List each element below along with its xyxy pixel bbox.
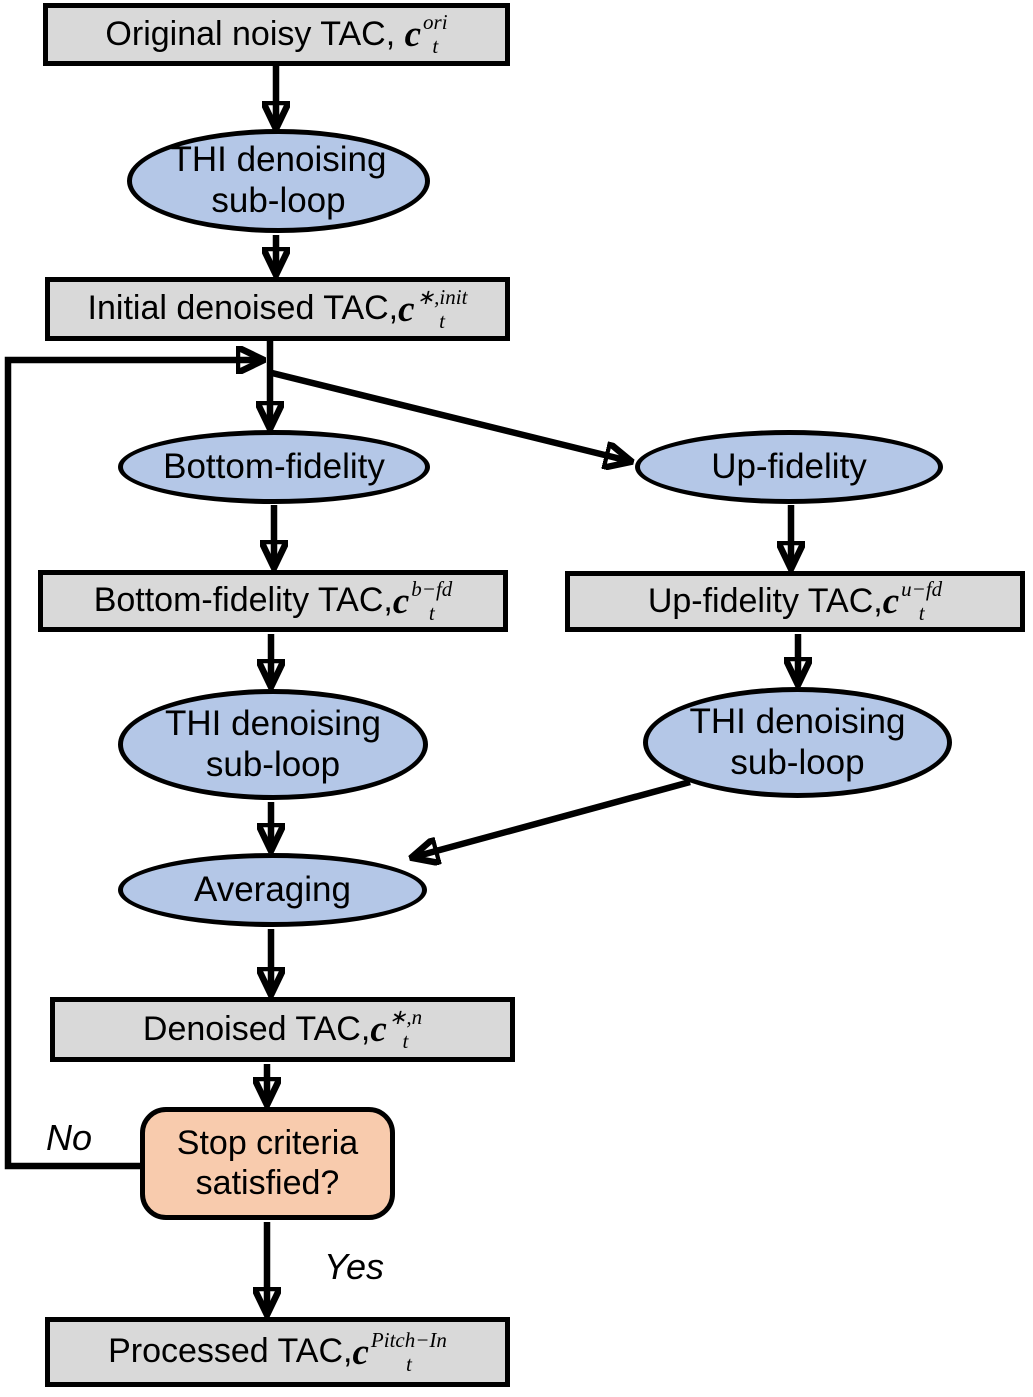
- node-label: Denoised TAC,: [142, 1009, 371, 1048]
- node-label: Bottom-fidelity TAC,: [93, 581, 393, 620]
- node-label: Original noisy TAC,: [105, 14, 405, 53]
- edge-label-yes: Yes: [324, 1246, 385, 1287]
- node-denoised-tac: Denoised TAC, c ∗,n t: [50, 997, 515, 1062]
- node-label: THI denoising: [165, 703, 381, 743]
- node-processed-tac: Processed TAC, c Pitch−In t: [45, 1317, 510, 1387]
- node-bottom-fidelity: Bottom-fidelity: [118, 430, 430, 504]
- node-thi-denoising-subloop-2: THI denoising sub-loop: [118, 689, 428, 800]
- node-label: Up-fidelity TAC,: [647, 581, 883, 620]
- math-symbol: c ori t: [404, 10, 448, 58]
- node-stop-criteria: Stop criteria satisfied?: [140, 1107, 395, 1220]
- node-label: Bottom-fidelity: [163, 446, 385, 486]
- node-label: Stop criteria: [176, 1124, 359, 1163]
- node-label: satisfied?: [195, 1163, 340, 1202]
- node-up-fidelity: Up-fidelity: [635, 430, 943, 504]
- arrow-thi3-to-averaging: [414, 778, 691, 857]
- node-averaging: Averaging: [118, 853, 427, 927]
- node-thi-denoising-subloop-1: THI denoising sub-loop: [127, 129, 430, 233]
- node-label: sub-loop: [211, 181, 346, 220]
- arrow-initial-to-up-fidelity: [271, 369, 629, 461]
- node-initial-denoised-tac: Initial denoised TAC, c ∗,init t: [45, 277, 510, 341]
- node-bottom-fidelity-tac: Bottom-fidelity TAC, c b−fd t: [38, 570, 508, 632]
- node-label: sub-loop: [730, 742, 865, 782]
- math-symbol: c u−fd t: [882, 577, 943, 625]
- node-label: Averaging: [194, 869, 351, 909]
- math-symbol: c b−fd t: [392, 576, 453, 625]
- node-label: Initial denoised TAC,: [87, 289, 399, 328]
- edge-label-no: No: [46, 1117, 93, 1158]
- node-label: THI denoising: [170, 140, 387, 180]
- node-up-fidelity-tac: Up-fidelity TAC, c u−fd t: [565, 571, 1025, 632]
- node-label: THI denoising: [689, 701, 906, 741]
- node-thi-denoising-subloop-3: THI denoising sub-loop: [643, 687, 952, 798]
- math-symbol: c ∗,init t: [398, 284, 468, 333]
- node-label: Processed TAC,: [108, 1332, 353, 1371]
- node-label: Up-fidelity: [711, 446, 867, 486]
- math-symbol: c ∗,n t: [370, 1005, 423, 1053]
- math-symbol: c Pitch−In t: [352, 1327, 447, 1376]
- arrow-no-feedback-loop: [4, 360, 261, 1170]
- node-original-noisy-tac: Original noisy TAC, c ori t: [43, 3, 510, 66]
- node-label: sub-loop: [205, 744, 341, 784]
